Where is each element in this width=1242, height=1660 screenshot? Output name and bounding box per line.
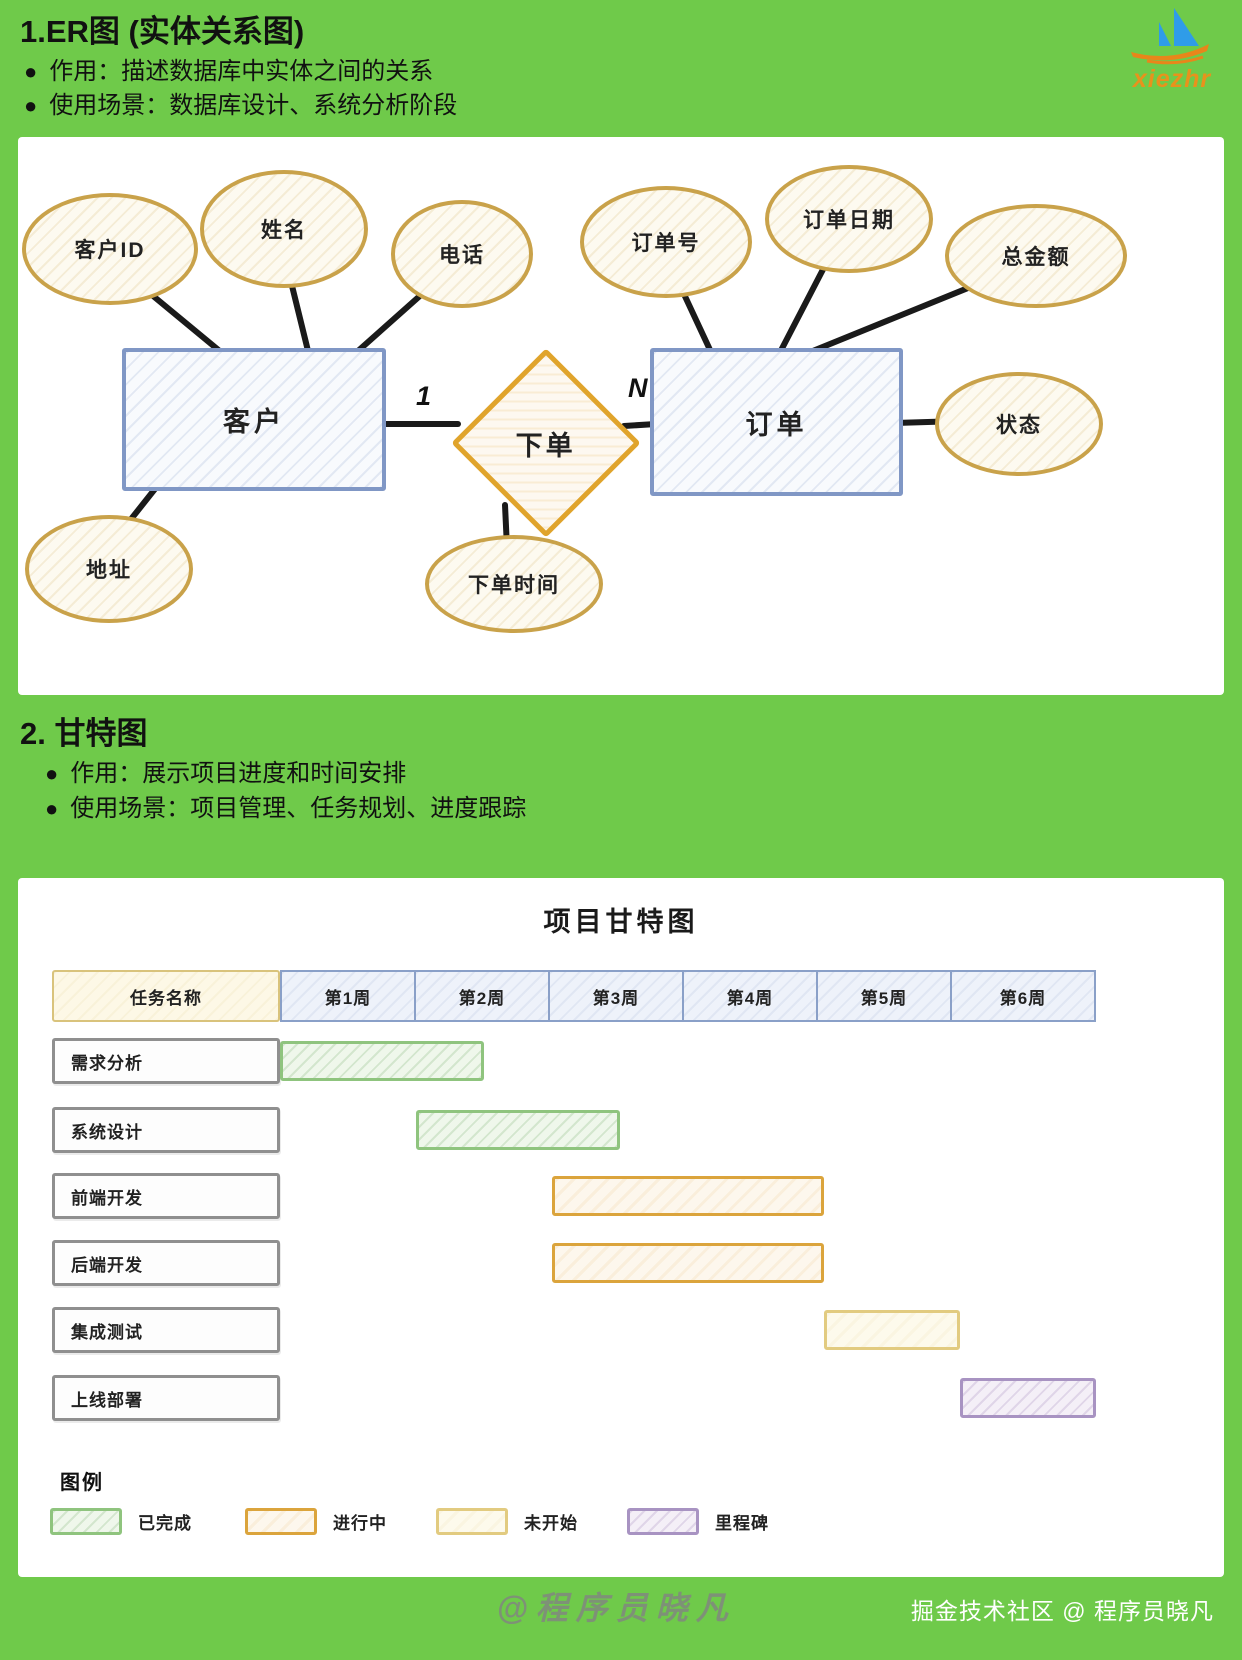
er-diagram-panel: 客户 订单 下单 1 N 客户ID 姓名 电话 地址 订单号 订单日期 总金额 … [18, 137, 1224, 695]
gantt-header-week-2: 第2周 [414, 970, 550, 1022]
gantt-task-label: 前端开发 [52, 1173, 280, 1219]
bullet-text: 作用：展示项目进度和时间安排 [70, 760, 407, 787]
legend-label: 未开始 [524, 1513, 578, 1533]
er-attr-label: 订单号 [631, 232, 701, 255]
section2-bullet-1: ● 作用：展示项目进度和时间安排 [45, 760, 406, 789]
er-attr-total-amount: 总金额 [945, 204, 1127, 308]
gantt-header-week-4: 第4周 [682, 970, 818, 1022]
bullet-text: 使用场景：数据库设计、系统分析阶段 [49, 92, 458, 119]
gantt-task-label: 系统设计 [52, 1107, 280, 1153]
er-attr-address: 地址 [25, 515, 193, 623]
gantt-task-label: 集成测试 [52, 1307, 280, 1353]
er-attr-name: 姓名 [200, 170, 368, 288]
gantt-task-label: 后端开发 [52, 1240, 280, 1286]
gantt-bar [552, 1243, 824, 1283]
watermark-right: 掘金技术社区 @ 程序员晓凡 [910, 1598, 1214, 1624]
er-attr-label: 客户ID [74, 239, 146, 262]
gantt-header-week-6: 第6周 [950, 970, 1096, 1022]
legend-item-in-progress: 进行中 [245, 1506, 387, 1536]
er-attr-customer-id: 客户ID [22, 193, 198, 305]
er-cardinality-one: 1 [416, 381, 432, 411]
er-diagram: 客户 订单 下单 1 N 客户ID 姓名 电话 地址 订单号 订单日期 总金额 … [18, 137, 1224, 695]
legend-swatch-in-progress [245, 1507, 317, 1535]
gantt-task-label: 上线部署 [52, 1375, 280, 1421]
er-cardinality-many: N [628, 373, 648, 403]
task-name: 需求分析 [71, 1053, 143, 1073]
er-attr-label: 地址 [86, 559, 132, 582]
bullet-dot: ● [24, 93, 38, 118]
sailboat-icon [1131, 8, 1209, 65]
gantt-legend-title: 图例 [60, 1472, 104, 1494]
er-attr-order-no: 订单号 [580, 186, 752, 298]
legend-label: 进行中 [333, 1513, 387, 1533]
legend-item-milestone: 里程碑 [627, 1506, 769, 1536]
bullet-dot: ● [45, 761, 59, 786]
section1-bullet-1: ● 作用：描述数据库中实体之间的关系 [24, 58, 433, 87]
gantt-bar [552, 1176, 824, 1216]
bullet-text: 作用：描述数据库中实体之间的关系 [49, 58, 434, 85]
er-attr-phone: 电话 [391, 200, 533, 308]
gantt-chart-panel: 项目甘特图 任务名称 第1周 第2周 第3周 第4周 第5周 第6周 需求分析 … [18, 878, 1224, 1577]
bullet-dot: ● [45, 796, 59, 821]
watermark-center: @程序员晓凡 [496, 1590, 736, 1626]
task-name: 系统设计 [71, 1122, 143, 1142]
task-name: 集成测试 [71, 1322, 143, 1342]
gantt-task-label: 需求分析 [52, 1038, 280, 1084]
section2-bullet-2: ● 使用场景：项目管理、任务规划、进度跟踪 [45, 795, 526, 824]
er-attr-label: 电话 [439, 244, 485, 267]
gantt-bar [824, 1310, 960, 1350]
legend-swatch-milestone [627, 1507, 699, 1535]
gantt-header-week-3: 第3周 [548, 970, 684, 1022]
er-attr-order-time: 下单时间 [425, 535, 603, 633]
er-entity-customer: 客户 [122, 348, 386, 491]
er-attr-label: 总金额 [1001, 246, 1071, 269]
task-name: 前端开发 [71, 1188, 143, 1208]
bullet-text: 使用场景：项目管理、任务规划、进度跟踪 [70, 795, 527, 822]
gantt-header-week-5: 第5周 [816, 970, 952, 1022]
er-attr-status: 状态 [935, 372, 1103, 476]
er-entity-label: 订单 [745, 409, 808, 440]
site-logo: xiezhr [1112, 6, 1232, 93]
bullet-dot: ● [24, 59, 38, 84]
gantt-bar [960, 1378, 1096, 1418]
legend-label: 已完成 [138, 1513, 192, 1533]
gantt-title: 项目甘特图 [543, 907, 699, 937]
er-attr-label: 下单时间 [468, 574, 560, 597]
gantt-header-task-name: 任务名称 [52, 970, 280, 1022]
legend-item-completed: 已完成 [50, 1506, 192, 1536]
task-name: 上线部署 [71, 1390, 143, 1410]
gantt-bar [416, 1110, 620, 1150]
gantt-bar [280, 1041, 484, 1081]
er-attr-label: 订单日期 [803, 209, 895, 232]
er-attr-label: 状态 [996, 414, 1042, 437]
er-relationship-label: 下单 [516, 430, 576, 461]
er-entity-label: 客户 [223, 407, 285, 437]
section1-bullet-2: ● 使用场景：数据库设计、系统分析阶段 [24, 92, 457, 121]
section2-heading: 2. 甘特图 [20, 716, 148, 751]
section1-heading: 1.ER图 (实体关系图) [20, 14, 305, 49]
legend-item-not-started: 未开始 [436, 1506, 578, 1536]
er-attr-order-date: 订单日期 [765, 165, 933, 273]
legend-swatch-not-started [436, 1507, 508, 1535]
legend-swatch-completed [50, 1507, 122, 1535]
logo-text: xiezhr [1132, 65, 1212, 93]
er-entity-order: 订单 [650, 348, 903, 496]
er-attr-label: 姓名 [261, 219, 307, 242]
gantt-header-week-1: 第1周 [280, 970, 416, 1022]
legend-label: 里程碑 [715, 1513, 769, 1533]
task-name: 后端开发 [71, 1255, 143, 1275]
